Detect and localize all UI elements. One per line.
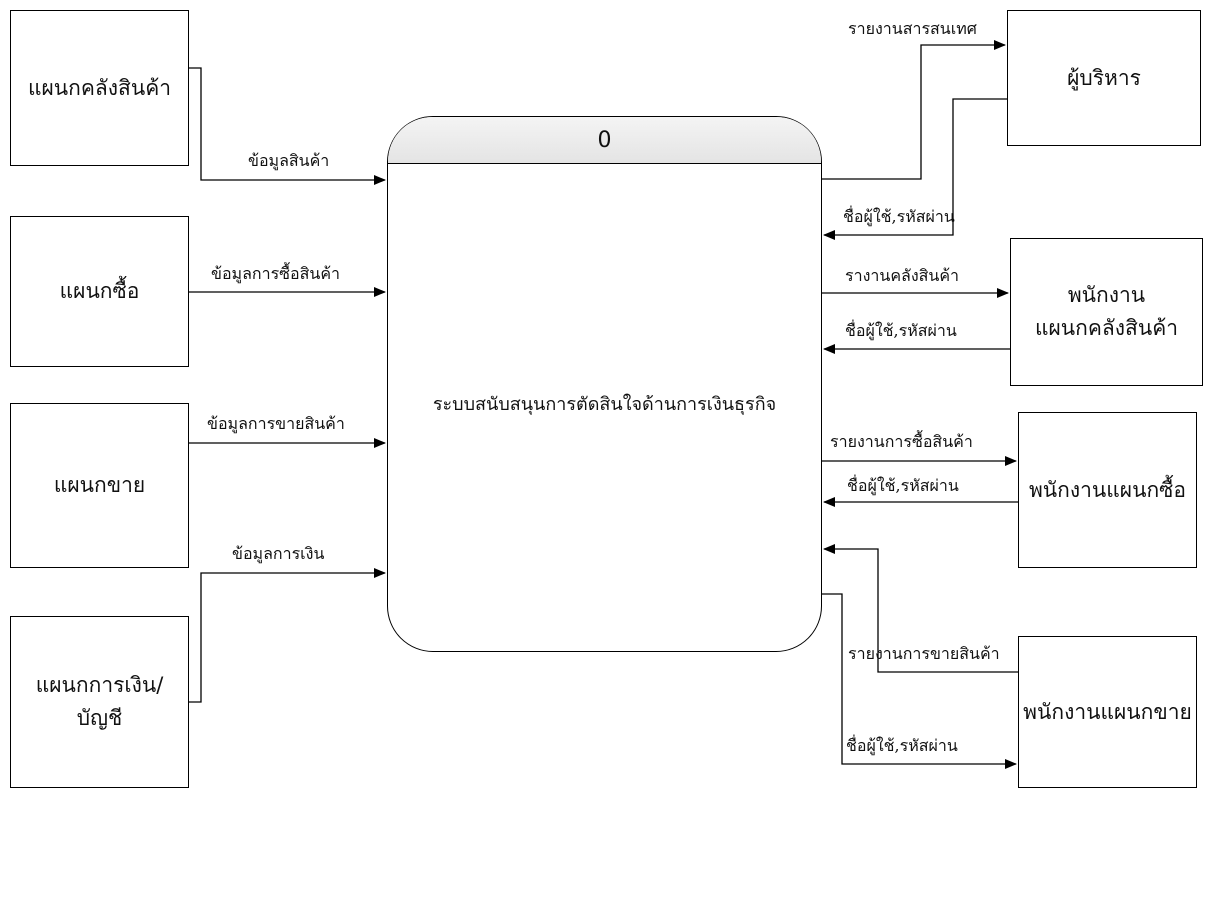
entity-label: พนักงาน แผนกคลังสินค้า [1035,279,1178,344]
entity-label: แผนกขาย [54,469,145,502]
flow-label-purchase-data: ข้อมูลการซื้อสินค้า [211,266,340,282]
entity-label: แผนกคลังสินค้า [28,72,171,105]
entity-label: พนักงานแผนกซื้อ [1029,474,1186,507]
process-name: ระบบสนับสนุนการตัดสินใจด้านการเงินธุรกิจ [388,389,821,418]
entity-label: แผนกการเงิน/ บัญชี [36,669,164,734]
entity-warehouse-dept: แผนกคลังสินค้า [10,10,189,166]
flow-label-purchase-report: รายงานการซื้อสินค้า [830,434,973,450]
flow-line-info-report [822,45,1005,179]
process-0: 0 ระบบสนับสนุนการตัดสินใจด้านการเงินธุรก… [387,116,822,652]
flow-label-warehouse-login: ชื่อผู้ใช้,รหัสผ่าน [845,323,957,339]
flow-label-sales-report: รายงานการขายสินค้า [848,646,1000,662]
flow-label-product-data: ข้อมูลสินค้า [248,153,329,169]
entity-purchase-staff: พนักงานแผนกซื้อ [1018,412,1197,568]
entity-label: ผู้บริหาร [1067,62,1141,95]
entity-sales-staff: พนักงานแผนกขาย [1018,636,1197,788]
entity-purchase-dept: แผนกซื้อ [10,216,189,367]
flow-label-exec-login: ชื่อผู้ใช้,รหัสผ่าน [843,209,955,225]
flow-label-finance-data: ข้อมูลการเงิน [232,546,324,562]
process-number: 0 [388,117,821,164]
flow-label-sales-login: ชื่อผู้ใช้,รหัสผ่าน [846,738,958,754]
flow-line-finance-data [189,573,385,702]
process-number-text: 0 [598,128,612,153]
flow-label-purchase-login: ชื่อผู้ใช้,รหัสผ่าน [847,478,959,494]
entity-label: พนักงานแผนกขาย [1023,696,1192,729]
flow-label-info-report: รายงานสารสนเทศ [848,21,977,37]
entity-executive: ผู้บริหาร [1007,10,1201,146]
entity-warehouse-staff: พนักงาน แผนกคลังสินค้า [1010,238,1203,386]
entity-sales-dept: แผนกขาย [10,403,189,568]
entity-finance-dept: แผนกการเงิน/ บัญชี [10,616,189,788]
entity-label: แผนกซื้อ [60,275,140,308]
flow-label-sales-data: ข้อมูลการขายสินค้า [207,416,345,432]
flow-label-warehouse-report: รางานคลังสินค้า [845,268,959,284]
